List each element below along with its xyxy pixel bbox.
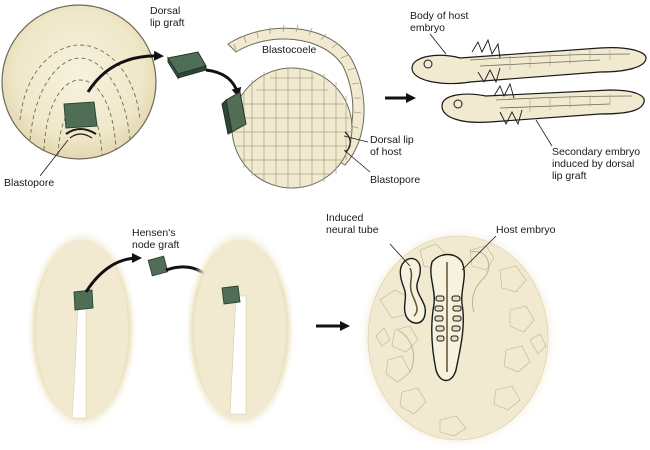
hensens-node-graft-block <box>147 255 169 277</box>
amphibian-gastrula <box>1 4 157 160</box>
chick-embryo-host <box>184 228 296 432</box>
label-secondary-embryo: Secondary embryo induced by dorsal lip g… <box>552 146 641 182</box>
label-dorsal-lip-of-host: Dorsal lip of host <box>370 134 414 158</box>
chick-twin-neural-tubes <box>358 226 558 450</box>
node-transfer-arrow-1 <box>84 253 142 293</box>
host-tadpole <box>411 38 647 85</box>
label-induced-neural-tube: Induced neural tube <box>326 212 379 236</box>
label-blastocoele: Blastocoele <box>262 44 317 56</box>
graft-transfer-arrow-1 <box>86 50 164 93</box>
label-blastopore-left: Blastopore <box>4 177 55 189</box>
label-body-of-host-embryo: Body of host embryo <box>410 10 469 34</box>
gastrula-section <box>221 24 365 189</box>
dorsal-lip-region <box>63 101 98 129</box>
dorsal-lip-graft-block <box>167 51 207 80</box>
induced-neural-tube <box>399 257 427 324</box>
secondary-tadpole <box>441 82 645 126</box>
label-dorsal-lip-graft: Dorsal lip graft <box>150 5 185 29</box>
label-blastopore-right: Blastopore <box>370 174 421 186</box>
chick-embryo-donor <box>26 228 138 432</box>
graft-transfer-arrow-2 <box>205 68 242 98</box>
label-hensens-node-graft: Hensen's node graft <box>132 227 180 251</box>
label-host-embryo: Host embryo <box>496 224 556 236</box>
blastopore-arc <box>65 128 97 135</box>
